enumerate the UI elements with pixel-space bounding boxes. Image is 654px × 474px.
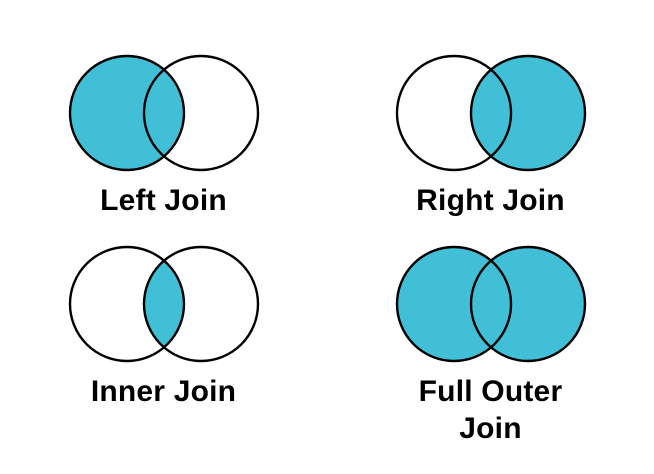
right-circle-outline (469, 54, 586, 172)
venn-cell-full-outer-join: Full Outer Join (327, 237, 654, 474)
venn-label-full-outer-join: Full Outer Join (418, 375, 563, 445)
intersection-fill (143, 260, 184, 348)
venn-label-left-join: Left Join (100, 184, 227, 217)
left-circle-outline (68, 54, 185, 172)
right-circle-outline (469, 245, 586, 363)
left-circle-outline (68, 245, 185, 363)
venn-diagram-left-join (68, 54, 259, 172)
left-circle-outline (395, 245, 512, 363)
right-circle-fill (470, 247, 585, 361)
left-circle-outline (395, 54, 512, 172)
venn-diagram-right-join (395, 54, 586, 172)
venn-diagram-inner-join (68, 245, 259, 363)
venn-cell-right-join: Right Join (327, 0, 654, 237)
right-circle-outline (142, 245, 259, 363)
venn-diagram-full-outer-join (395, 245, 586, 363)
venn-cell-inner-join: Inner Join (0, 237, 327, 474)
venn-label-inner-join: Inner Join (90, 375, 237, 408)
left-circle-fill (69, 56, 184, 170)
venn-label-right-join: Right Join (416, 184, 565, 217)
venn-cell-left-join: Left Join (0, 0, 327, 237)
right-circle-fill (470, 56, 585, 170)
right-circle-outline (142, 54, 259, 172)
